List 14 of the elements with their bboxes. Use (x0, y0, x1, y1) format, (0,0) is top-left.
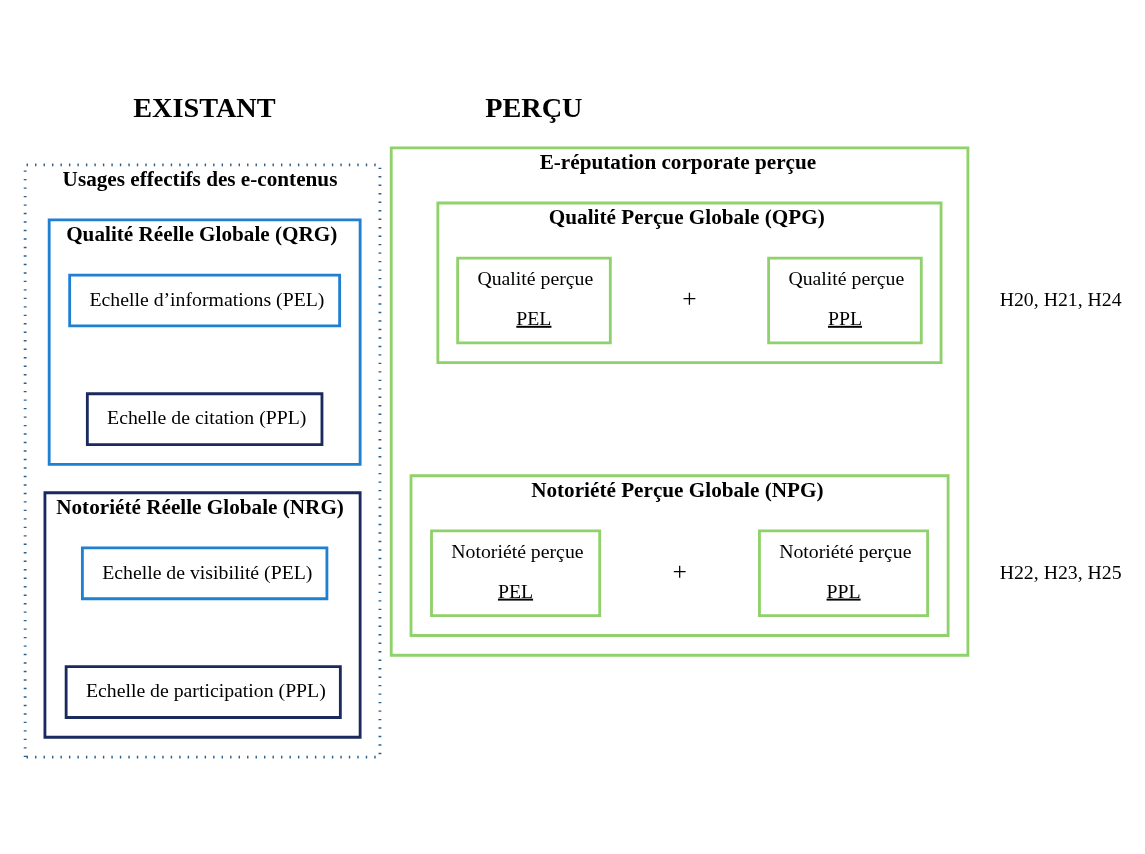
label: PERÇU (485, 91, 583, 123)
node-box: Echelle d’informations (PEL) (68, 273, 342, 328)
node-box: Qualité perçue PPL (767, 256, 923, 345)
node-box: Echelle de citation (PPL) (85, 392, 324, 447)
node-box: Notoriété perçue PEL (430, 529, 602, 618)
label: EXISTANT (133, 91, 276, 123)
node-box: Echelle de visibilité (PEL) (80, 546, 329, 601)
node-box: Echelle de participation (PPL) (64, 665, 342, 719)
node-box: Notoriété perçue PPL (758, 529, 930, 618)
label: + (682, 283, 697, 313)
label: H20, H21, H24 (999, 287, 1122, 310)
node-box: Qualité perçue PEL (456, 256, 612, 345)
label: H22, H23, H25 (999, 560, 1122, 583)
label: + (672, 556, 687, 586)
